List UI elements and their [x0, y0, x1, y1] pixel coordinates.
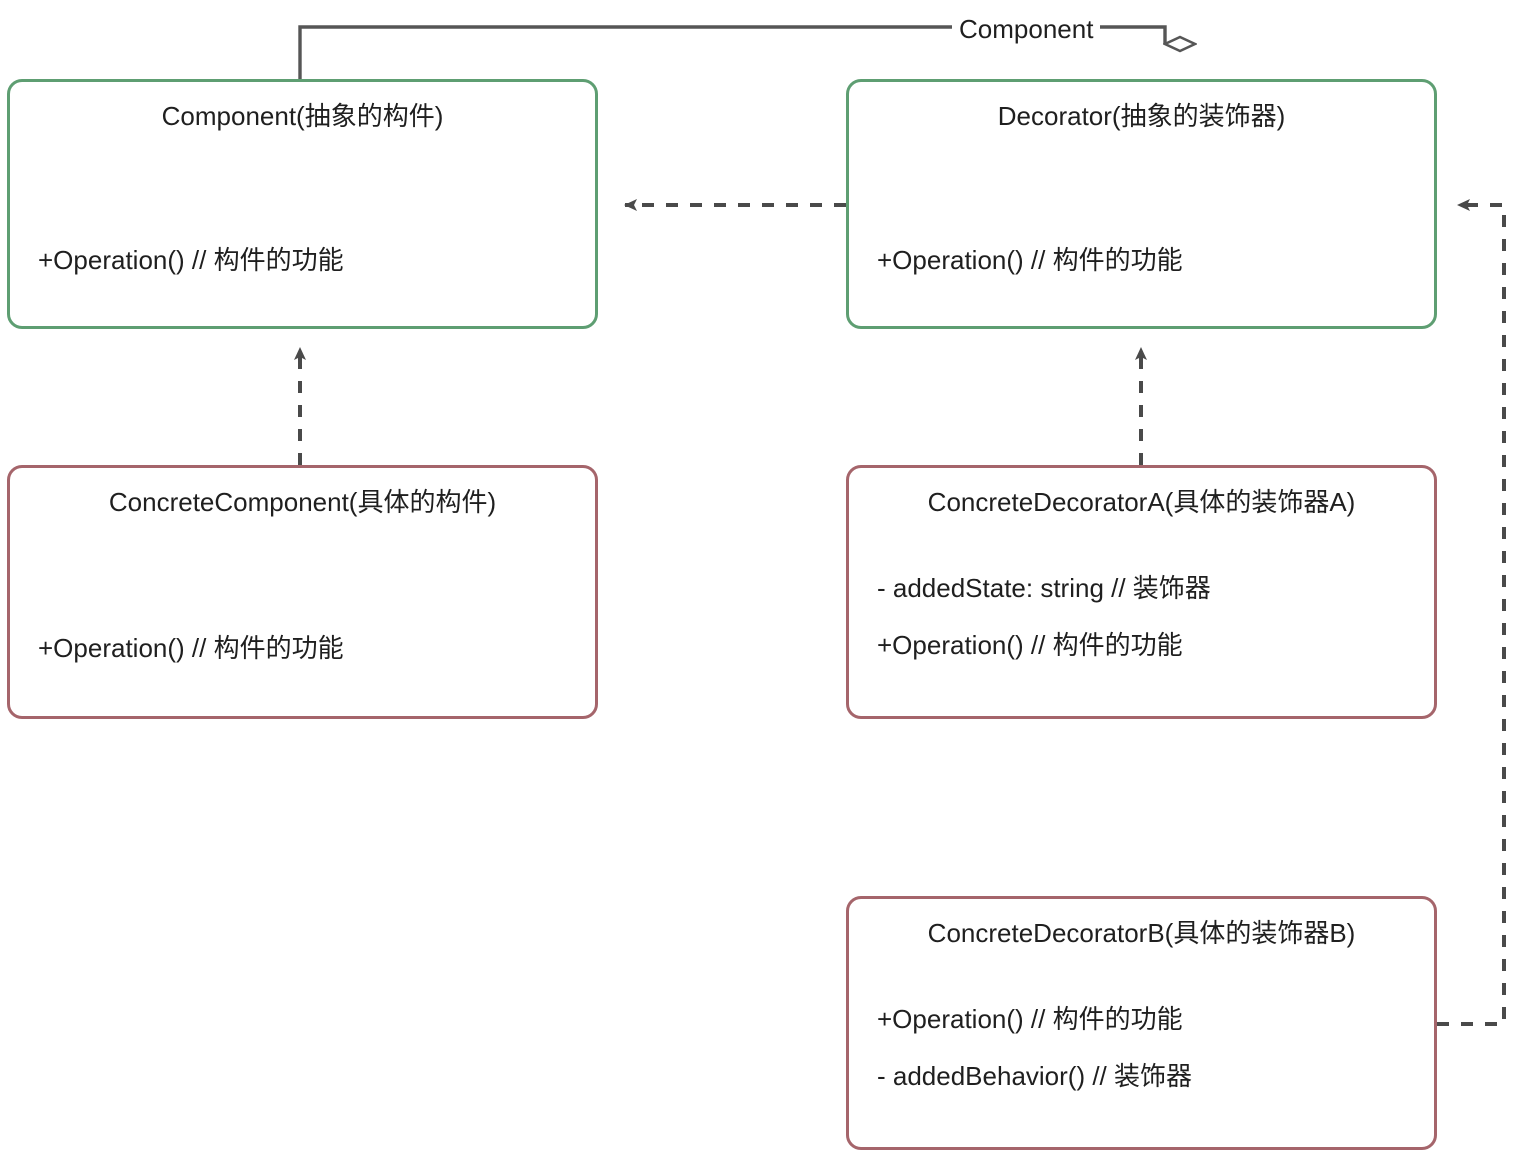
- class-member-component-0: +Operation() // 构件的功能: [38, 245, 344, 275]
- class-title-concrete-decorator-b: ConcreteDecoratorB(具体的装饰器B): [927, 918, 1356, 948]
- edge-realization-concretedecoratorb-decorator: [1437, 199, 1506, 1026]
- class-members-component: +Operation() // 构件的功能: [38, 245, 581, 276]
- edge-label-aggregation: Component: [952, 14, 1101, 46]
- class-member-concrete-component-0: +Operation() // 构件的功能: [38, 633, 344, 663]
- class-box-decorator[interactable]: Decorator(抽象的装饰器) +Operation() // 构件的功能: [846, 79, 1437, 329]
- class-member-concrete-decorator-b-0: +Operation() // 构件的功能: [877, 1004, 1183, 1034]
- class-title-concrete-decorator-a: ConcreteDecoratorA(具体的装饰器A): [927, 487, 1356, 517]
- class-members-concrete-decorator-a: - addedState: string // 装饰器 +Operation()…: [877, 573, 1420, 661]
- class-member-decorator-0: +Operation() // 构件的功能: [877, 245, 1183, 275]
- class-box-concrete-decorator-a[interactable]: ConcreteDecoratorA(具体的装饰器A) - addedState…: [846, 465, 1437, 719]
- class-members-decorator: +Operation() // 构件的功能: [877, 245, 1420, 276]
- class-member-concrete-decorator-a-1: +Operation() // 构件的功能: [877, 630, 1183, 661]
- class-title-component: Component(抽象的构件): [161, 101, 444, 131]
- class-member-concrete-decorator-a-0: - addedState: string // 装饰器: [877, 573, 1211, 603]
- class-title-decorator: Decorator(抽象的装饰器): [997, 101, 1286, 131]
- class-box-concrete-component[interactable]: ConcreteComponent(具体的构件) +Operation() //…: [7, 465, 598, 719]
- edge-aggregation-component-decorator: [298, 25, 1165, 79]
- class-box-concrete-decorator-b[interactable]: ConcreteDecoratorB(具体的装饰器B) +Operation()…: [846, 896, 1437, 1150]
- class-title-concrete-component: ConcreteComponent(具体的构件): [108, 487, 497, 517]
- class-members-concrete-decorator-b: +Operation() // 构件的功能 - addedBehavior() …: [877, 1004, 1420, 1092]
- class-box-component[interactable]: Component(抽象的构件) +Operation() // 构件的功能: [7, 79, 598, 329]
- class-members-concrete-component: +Operation() // 构件的功能: [38, 633, 581, 664]
- class-member-concrete-decorator-b-1: - addedBehavior() // 装饰器: [877, 1061, 1193, 1092]
